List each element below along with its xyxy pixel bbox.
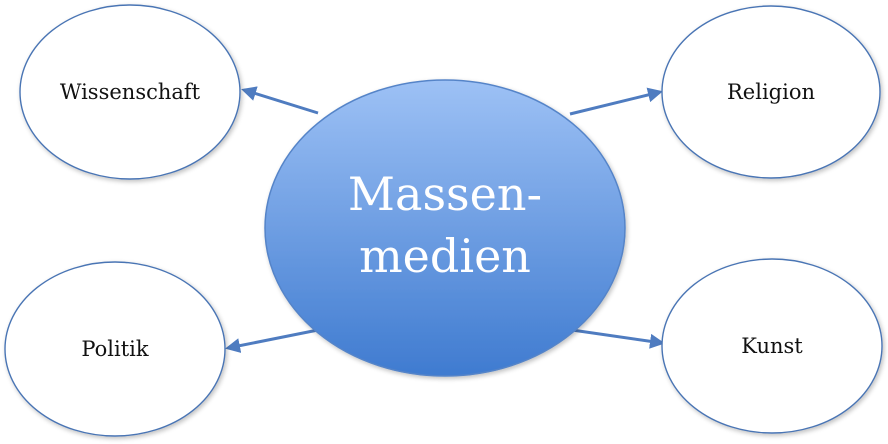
node-religion-label: Religion xyxy=(727,80,815,104)
node-kunst: Kunst xyxy=(661,258,883,434)
node-politik: Politik xyxy=(4,261,226,437)
arrow-to-religion xyxy=(569,87,663,116)
arrow-to-wissenschaft xyxy=(241,86,319,115)
node-wissenschaft: Wissenschaft xyxy=(19,4,241,180)
center-label-line2: medien xyxy=(359,229,531,283)
node-massenmedien: Massen- medien xyxy=(264,79,626,377)
center-ellipse xyxy=(264,79,626,377)
arrow-to-politik xyxy=(225,328,319,354)
center-label-line1: Massen- xyxy=(348,167,542,221)
node-politik-label: Politik xyxy=(81,337,149,361)
node-wissenschaft-label: Wissenschaft xyxy=(60,80,201,104)
node-religion: Religion xyxy=(661,5,881,179)
node-kunst-label: Kunst xyxy=(741,334,803,358)
arrow-to-kunst xyxy=(571,328,665,349)
